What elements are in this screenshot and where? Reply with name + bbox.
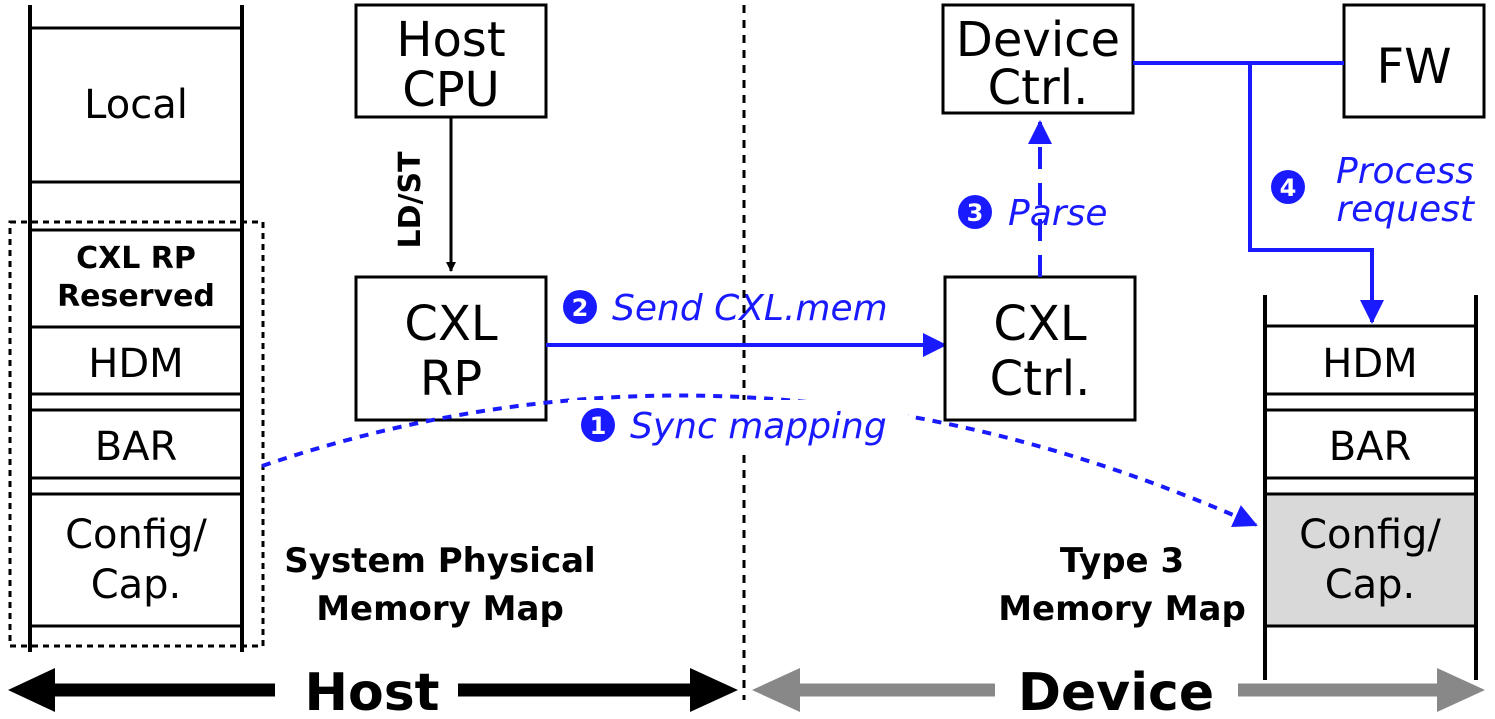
sync-mapping-arrow (261, 393, 1258, 528)
device-ctrl-box: Device Ctrl. (941, 3, 1135, 116)
host-hdm-label: HDM (88, 341, 183, 387)
step-2-text: Send CXL.mem (612, 288, 888, 329)
step-3-label: 3 Parse (958, 193, 1107, 234)
fw-label: FW (1376, 39, 1451, 95)
device-config-label-2: Cap. (1325, 562, 1416, 608)
host-memory-map: Local CXL RP Reserved HDM BAR Config/ Ca… (8, 5, 596, 652)
device-bar-label: BAR (1329, 424, 1412, 470)
step-2-badge (563, 290, 597, 324)
process-request-arrow (1248, 63, 1384, 324)
step-4-text-2: request (1336, 189, 1476, 230)
cxl-ctrl-line2: Ctrl. (990, 351, 1091, 407)
host-cpu-line1: Host (396, 12, 505, 68)
device-config-fill (1265, 494, 1476, 626)
device-ctrl-line1: Device (956, 12, 1120, 68)
cxl-rp-line2: RP (420, 351, 482, 407)
step-2-number: 2 (572, 294, 589, 322)
cxl-ctrl-line1: CXL (993, 296, 1086, 352)
step-4-badge (1271, 170, 1305, 204)
cxl-rp-box: CXL RP (354, 275, 548, 422)
host-label: Host (304, 663, 439, 719)
device-map-caption-1: Type 3 (1060, 541, 1184, 581)
local-label: Local (84, 82, 188, 128)
host-bottom-arrow: Host (8, 663, 738, 719)
step-4-label: 4 Process request (1271, 151, 1476, 230)
step-1-badge (581, 408, 615, 442)
step-4-number: 4 (1280, 174, 1297, 202)
host-map-caption-1: System Physical (284, 541, 595, 581)
ldst-label: LD/ST (393, 151, 428, 249)
step-1-backdrop (568, 400, 908, 448)
device-map-caption-2: Memory Map (998, 589, 1246, 629)
cxl-rp-reserved-label-2: Reserved (57, 279, 215, 314)
step-4-text-1: Process (1336, 151, 1474, 192)
step-1-text: Sync mapping (630, 406, 887, 447)
device-memory-map: HDM BAR Config/ Cap. Type 3 Memory Map (998, 295, 1478, 680)
step-1-number: 1 (590, 412, 607, 440)
device-label: Device (1018, 663, 1214, 719)
cxl-rp-line1: CXL (404, 296, 497, 352)
host-map-caption-2: Memory Map (316, 589, 564, 629)
step-3-badge (958, 195, 992, 229)
device-bottom-arrow: Device (752, 663, 1485, 719)
step-2-label: 2 Send CXL.mem (563, 288, 888, 329)
device-hdm-label: HDM (1322, 341, 1417, 387)
step-1-label: 1 Sync mapping (568, 400, 908, 448)
cxl-dotted-region (8, 220, 265, 648)
device-config-label-1: Config/ (1299, 512, 1441, 558)
step-3-number: 3 (967, 199, 984, 227)
host-bar-label: BAR (95, 424, 178, 470)
host-config-label-1: Config/ (65, 512, 207, 558)
device-ctrl-line2: Ctrl. (988, 60, 1089, 116)
cxl-ctrl-box: CXL Ctrl. (943, 275, 1137, 422)
fw-box: FW (1342, 3, 1486, 119)
host-cpu-line2: CPU (402, 62, 500, 118)
step-3-text: Parse (1008, 193, 1107, 234)
host-config-label-2: Cap. (91, 562, 182, 608)
cxl-rp-reserved-label-1: CXL RP (76, 241, 196, 276)
host-cpu-box: Host CPU (354, 3, 548, 119)
